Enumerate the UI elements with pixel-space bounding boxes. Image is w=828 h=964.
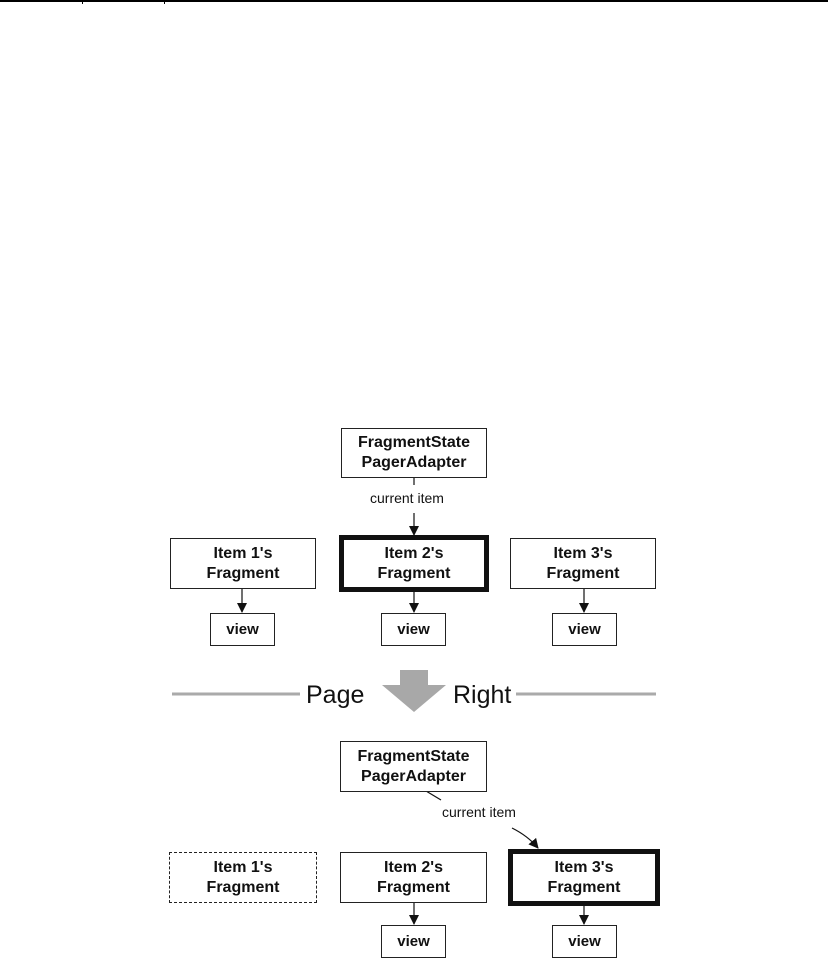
item2-fragment-box-before-current: Item 2's Fragment	[339, 535, 489, 592]
item3-fragment-box-after-current: Item 3's Fragment	[508, 849, 660, 906]
item2-fragment-box-after: Item 2's Fragment	[340, 852, 487, 903]
adapter-box-before: FragmentState PagerAdapter	[341, 428, 487, 478]
top-rule-tick	[82, 0, 83, 4]
fragment-label-line2: Fragment	[547, 878, 621, 896]
current-item-label-before: current item	[370, 490, 444, 506]
item3-fragment-box-before: Item 3's Fragment	[510, 538, 656, 589]
fragment-label-line2: Fragment	[377, 564, 451, 582]
item1-fragment-box-after-destroyed: Item 1's Fragment	[169, 852, 317, 903]
fragment-label-line1: Item 3's	[553, 544, 613, 562]
adapter-tail-line-after	[425, 790, 442, 801]
item1-view-box-before: view	[210, 613, 275, 646]
fragment-label-line2: Fragment	[206, 564, 280, 582]
item2-view-box-before: view	[381, 613, 446, 646]
adapter-label-line2: PagerAdapter	[361, 454, 467, 471]
page-right-down-arrow-icon	[382, 670, 446, 712]
page-word: Page	[306, 681, 365, 709]
top-rule	[0, 0, 828, 2]
fragment-label-line2: Fragment	[206, 878, 280, 896]
fragment-label-line1: Item 1's	[213, 858, 273, 876]
adapter-label-line1: FragmentState	[357, 747, 470, 765]
current-item-arrow-after	[511, 827, 539, 849]
top-rule-tick	[164, 0, 165, 4]
fragment-label-line1: Item 2's	[384, 858, 443, 876]
adapter-box-after: FragmentState PagerAdapter	[340, 741, 487, 792]
fragment-label-line2: Fragment	[377, 878, 450, 896]
item2-view-box-after: view	[381, 925, 446, 958]
adapter-label-line2: PagerAdapter	[361, 767, 466, 785]
fragment-label-line2: Fragment	[546, 564, 620, 582]
current-item-label-after: current item	[442, 804, 516, 820]
adapter-label-line1: FragmentState	[357, 434, 471, 451]
item3-view-box-before: view	[552, 613, 617, 646]
fragment-label-line1: Item 1's	[213, 544, 273, 562]
fragment-label-line1: Item 3's	[554, 858, 614, 876]
item3-view-box-after: view	[552, 925, 617, 958]
item1-fragment-box-before: Item 1's Fragment	[170, 538, 316, 589]
fragment-label-line1: Item 2's	[384, 544, 444, 562]
right-word: Right	[453, 681, 512, 709]
